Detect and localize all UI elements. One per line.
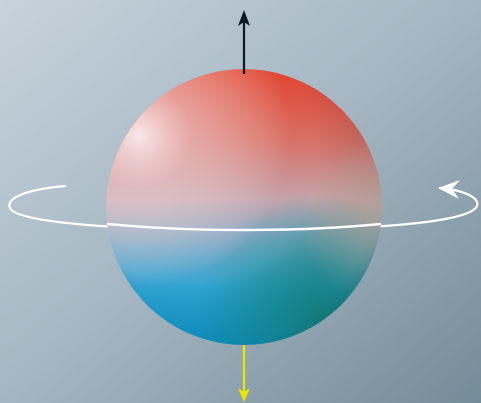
sphere [106, 69, 382, 345]
